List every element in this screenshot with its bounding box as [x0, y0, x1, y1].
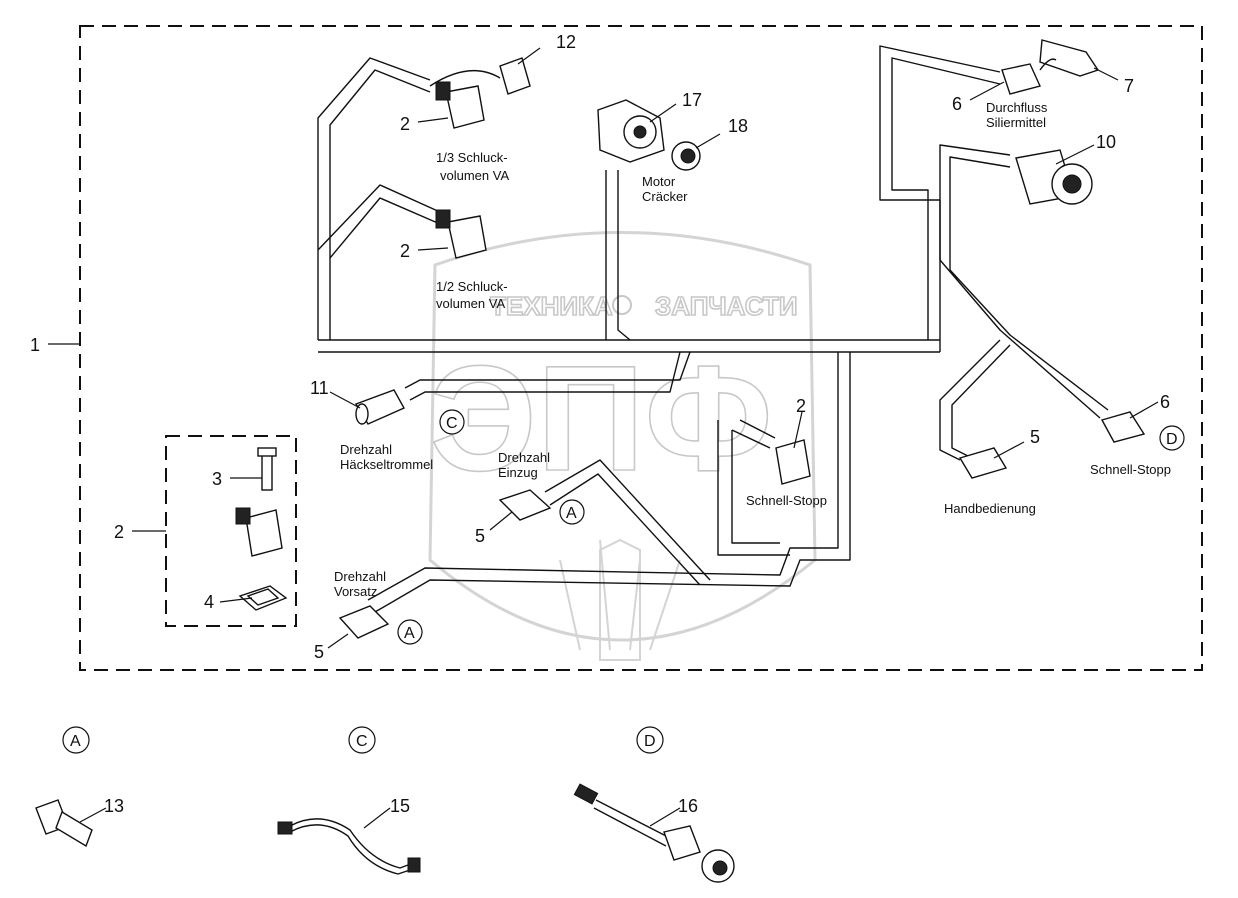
label-schluck-13-line2: volumen VA: [440, 168, 509, 183]
callout-2-top: 2: [400, 114, 410, 134]
callout-2-mid: 2: [796, 396, 806, 416]
watermark-logo-text: ЭПФ: [430, 334, 773, 502]
angle-connector-item-17: [597, 99, 665, 163]
callout-4: 4: [204, 592, 214, 612]
watermark-text-left: ТЕХНИКА: [490, 291, 613, 321]
wiring-harness: [317, 45, 1109, 613]
wheat-icon: [559, 538, 681, 661]
callout-11: 11: [310, 378, 329, 398]
component-labels: 1/3 Schluck- volumen VA 1/2 Schluck- vol…: [334, 100, 1171, 599]
ref-a-detail: A: [70, 733, 81, 750]
sensor-item-11: [354, 389, 405, 425]
label-drehzahl-vorsatz-line1: Drehzahl: [334, 569, 386, 584]
gear-icon: [612, 295, 632, 315]
label-schluck-13-line1: 1/3 Schluck-: [436, 150, 508, 165]
label-drehzahl-einzug-line2: Einzug: [498, 465, 538, 480]
label-motor-line2: Cräcker: [642, 189, 688, 204]
label-handbedienung: Handbedienung: [944, 501, 1036, 516]
label-schnell-stopp-right: Schnell-Stopp: [1090, 462, 1171, 477]
callout-3: 3: [212, 469, 222, 489]
connector-item-7: [1039, 39, 1100, 77]
label-drehzahl-vorsatz-line2: Vorsatz: [334, 584, 377, 599]
plug-item-12: [429, 57, 531, 95]
callout-6-right: 6: [1160, 392, 1170, 412]
assembly-frame: [79, 25, 1203, 671]
valve-plug-schnell-stopp-mid: [775, 439, 811, 485]
callout-7: 7: [1124, 76, 1134, 96]
ref-c-mid: C: [446, 415, 458, 432]
valve-plug-item-2-second: [435, 209, 487, 259]
ref-d-detail: D: [644, 733, 656, 750]
callout-5-hand: 5: [1030, 427, 1040, 447]
label-durchfluss-line2: Siliermittel: [986, 115, 1046, 130]
callout-5-vorsatz: 5: [314, 642, 324, 662]
callout-16: 16: [678, 796, 698, 816]
label-drehzahl-haeck-line1: Drehzahl: [340, 442, 392, 457]
callout-5-einzug: 5: [475, 526, 485, 546]
connector-item-5-hand: [958, 447, 1008, 479]
connector-item-5-einzug: [498, 489, 552, 521]
ref-a-einzug: A: [566, 505, 577, 522]
cable-item-15: [277, 818, 421, 875]
detail-frame-item-2: [165, 435, 297, 627]
watermark: ТЕХНИКА ЗАПЧАСТИ ЭПФ: [428, 231, 817, 661]
callout-10: 10: [1096, 132, 1116, 152]
label-schluck-12-line2: volumen VA: [436, 296, 505, 311]
label-drehzahl-haeck-line2: Häckseltrommel: [340, 457, 433, 472]
valve-plug-item-2-top: [435, 81, 485, 129]
callout-6-top: 6: [952, 94, 962, 114]
label-schnell-stopp-mid: Schnell-Stopp: [746, 493, 827, 508]
callout-numbers: 1 2 2 2 2 3 4 5 5 5 6 6 7 10 11 12 13 15…: [30, 32, 1170, 816]
callout-2-second: 2: [400, 241, 410, 261]
callout-17: 17: [682, 90, 702, 110]
callout-13: 13: [104, 796, 124, 816]
callout-18: 18: [728, 116, 748, 136]
connector-item-5-vorsatz: [338, 605, 390, 639]
cable-item-16: [573, 783, 735, 883]
ref-a-vorsatz: A: [404, 625, 415, 642]
callout-2-detail: 2: [114, 522, 124, 542]
label-durchfluss-line1: Durchfluss: [986, 100, 1048, 115]
callout-1: 1: [30, 335, 40, 355]
connector-item-6-top: [1001, 58, 1057, 95]
leader-lines: [79, 47, 1159, 829]
watermark-text-right: ЗАПЧАСТИ: [655, 291, 798, 321]
callout-15: 15: [390, 796, 410, 816]
label-schluck-12-line1: 1/2 Schluck-: [436, 279, 508, 294]
connector-item-6-right: [1100, 411, 1146, 443]
label-drehzahl-einzug-line1: Drehzahl: [498, 450, 550, 465]
cap-item-18: [671, 141, 701, 171]
label-motor-line1: Motor: [642, 174, 676, 189]
reference-circles: C A A D A C D: [62, 409, 1185, 754]
valve-plug-detail: [235, 447, 288, 611]
callout-12: 12: [556, 32, 576, 52]
round-connector-item-10: [1015, 149, 1093, 205]
ref-d-right: D: [1166, 431, 1178, 448]
ref-c-detail: C: [356, 733, 368, 750]
bolt-item-13: [35, 799, 93, 848]
